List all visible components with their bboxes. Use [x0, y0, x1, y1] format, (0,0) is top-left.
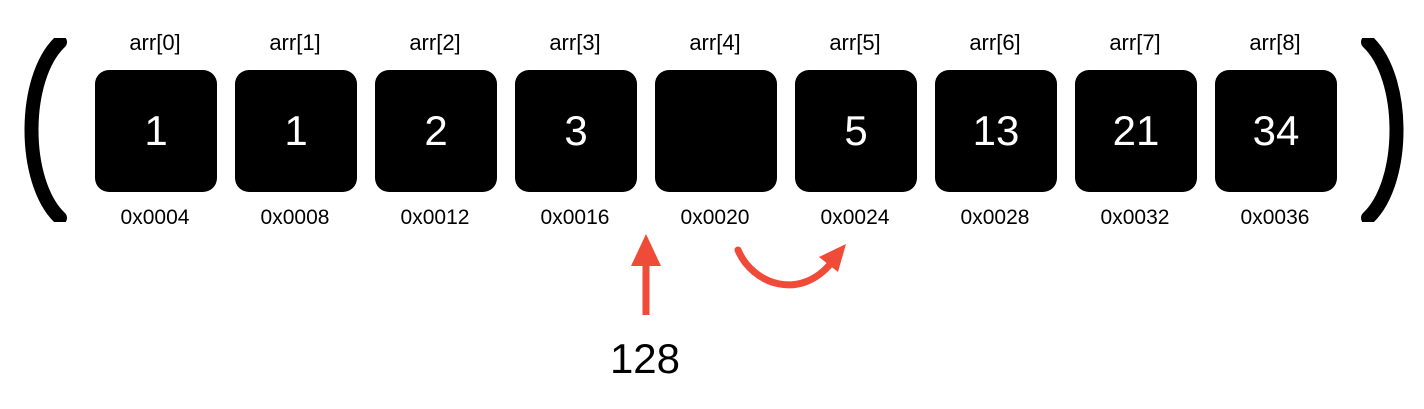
- array-cell-7: arr[7] 21 0x0032: [1065, 28, 1205, 238]
- cell-value: 13: [972, 107, 1020, 154]
- cell-box: 13: [935, 70, 1057, 192]
- index-label: arr[2]: [409, 30, 461, 55]
- address-label: 0x0024: [820, 206, 890, 229]
- array-cell-3: arr[3] 3 0x0016: [505, 28, 645, 238]
- cell-box: 2: [375, 70, 497, 192]
- index-label: arr[4]: [689, 30, 741, 55]
- index-label: arr[1]: [269, 30, 321, 55]
- insert-value-label: 128: [609, 335, 681, 382]
- cell-value: 5: [844, 107, 868, 154]
- index-label: arr[0]: [129, 30, 181, 55]
- cell-box: 21: [1075, 70, 1197, 192]
- index-label: arr[6]: [969, 30, 1021, 55]
- array-cell-2: arr[2] 2 0x0012: [365, 28, 505, 238]
- index-label: arr[8]: [1249, 30, 1301, 55]
- index-label: arr[7]: [1109, 30, 1161, 55]
- address-label: 0x0032: [1100, 206, 1170, 229]
- array-cell-1: arr[1] 1 0x0008: [225, 28, 365, 238]
- array-cell-5: arr[5] 5 0x0024: [785, 28, 925, 238]
- cell-value: 2: [424, 107, 448, 154]
- cell-box: 34: [1215, 70, 1337, 192]
- address-label: 0x0020: [680, 206, 750, 229]
- right-parenthesis: [1361, 38, 1404, 222]
- shift-arrow: [734, 244, 846, 289]
- address-label: 0x0012: [400, 206, 470, 229]
- cell-box: 1: [235, 70, 357, 192]
- address-label: 0x0004: [120, 206, 190, 229]
- array-cell-4: arr[4] 0x0020: [645, 28, 785, 238]
- cell-value: 34: [1252, 107, 1300, 154]
- cell-value: 3: [564, 107, 588, 154]
- address-label: 0x0008: [260, 206, 330, 229]
- cell-box-empty: [655, 70, 777, 192]
- cell-value: 21: [1112, 107, 1160, 154]
- cell-value: 1: [284, 107, 308, 154]
- index-label: arr[3]: [549, 30, 601, 55]
- cell-box: 3: [515, 70, 637, 192]
- cell-box: 1: [95, 70, 217, 192]
- index-label: arr[5]: [829, 30, 881, 55]
- address-label: 0x0016: [540, 206, 610, 229]
- cell-box: 5: [795, 70, 917, 192]
- address-label: 0x0036: [1240, 206, 1310, 229]
- cell-value: 1: [144, 107, 168, 154]
- insert-arrow: [631, 234, 661, 315]
- address-label: 0x0028: [960, 206, 1030, 229]
- left-parenthesis: [24, 38, 67, 222]
- array-cell-6: arr[6] 13 0x0028: [925, 28, 1065, 238]
- array-cell-0: arr[0] 1 0x0004: [85, 28, 225, 238]
- array-cell-8: arr[8] 34 0x0036: [1205, 28, 1345, 238]
